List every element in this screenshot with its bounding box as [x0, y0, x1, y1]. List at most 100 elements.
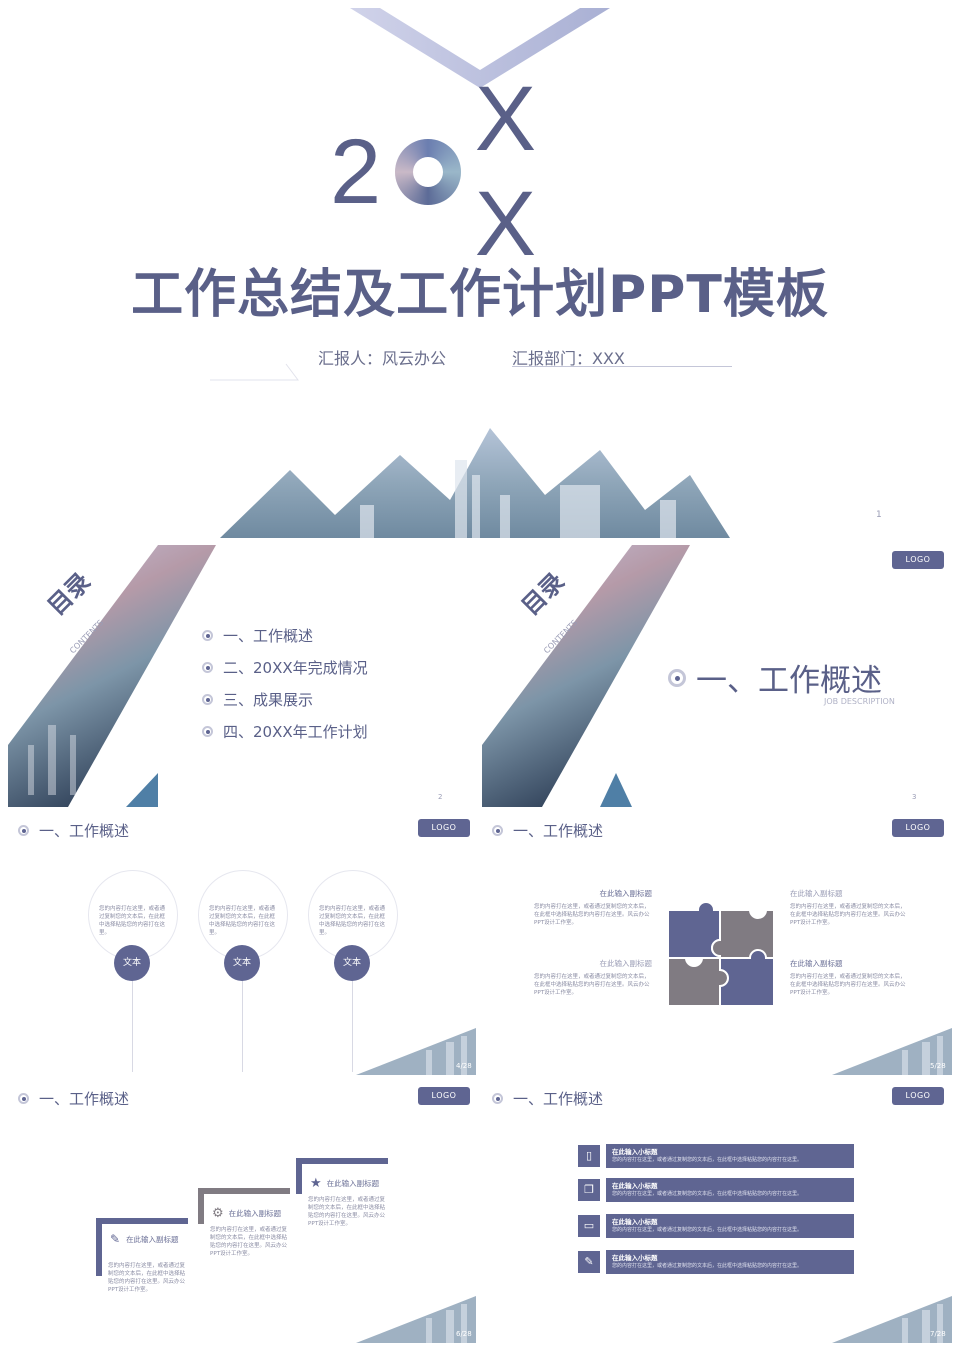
puzzle-text-block: 在此输入副标题 您的内容打在这里，或者通过复制您的文本后，在此框中选择粘贴您的内…: [790, 958, 910, 997]
connector-line: [352, 972, 353, 1072]
city-mountain-image: [220, 428, 730, 538]
puzzle-icon: [667, 901, 775, 1007]
monitor-icon: ▭: [583, 1219, 595, 1232]
slide-heading-text: 一、工作概述: [39, 822, 130, 840]
bullet-ring-icon: [18, 825, 29, 836]
page-number: 4/28: [456, 1062, 472, 1070]
toc-item[interactable]: 四、20XX年工作计划: [202, 715, 368, 747]
bullet-ring-icon: [202, 725, 213, 737]
info-bar-icon-box: ▯: [578, 1145, 600, 1167]
section-heading: 一、工作概述: [668, 655, 882, 700]
block-text: 您的内容打在这里，或者通过复制您的文本后，在此框中选择粘贴您的内容打在这里。风云…: [534, 904, 650, 926]
corner-city-image: [832, 1028, 952, 1075]
bullet-ring-icon: [18, 1093, 29, 1104]
block-text: 您的内容打在这里，或者通过复制您的文本后，在此框中选择粘贴您的内容打在这里。风云…: [790, 904, 906, 926]
corner-city-image: [832, 1296, 952, 1343]
page-number: 1: [876, 510, 882, 520]
page-number: 5/28: [930, 1062, 946, 1070]
step-text: 您的内容打在这里，或者通过复制您的文本后，在此框中选择粘贴您的内容打在这里。风云…: [308, 1197, 386, 1227]
logo-badge: LOGO: [418, 819, 470, 837]
info-bar-text: 您的内容打在这里，或者通过复制您的文本后，在此框中选择粘贴您的内容打在这里。: [612, 1157, 803, 1163]
book-icon: ❐: [584, 1183, 594, 1196]
connector-line: [132, 972, 133, 1072]
step-text: 您的内容打在这里，或者通过复制您的文本后，在此框中选择粘贴您的内容打在这里。风云…: [108, 1263, 186, 1293]
block-text: 您的内容打在这里，或者通过复制您的文本后，在此框中选择粘贴您的内容打在这里。风云…: [790, 974, 906, 996]
step-top-bar: [296, 1158, 388, 1164]
step-title: 在此输入副标题: [228, 1208, 282, 1218]
star-icon: ★: [310, 1175, 322, 1191]
step-side-bar: [96, 1224, 102, 1276]
page-number: 2: [438, 793, 443, 801]
logo-badge: LOGO: [418, 1087, 470, 1105]
reporter-label: 汇报人：风云办公: [318, 349, 447, 368]
page-number: 3: [912, 793, 917, 801]
bullet-ring-icon: [492, 1093, 503, 1104]
block-title: 在此输入副标题: [599, 889, 653, 898]
bullet-ring-icon: [202, 693, 213, 705]
slide-heading-text: 一、工作概述: [513, 1090, 604, 1108]
toc-item[interactable]: 一、工作概述: [202, 619, 368, 651]
logo-badge: LOGO: [892, 1087, 944, 1105]
corner-city-image: [356, 1028, 476, 1075]
info-bar-title: 在此输入小标题: [612, 1182, 658, 1190]
logo-badge: LOGO: [892, 551, 944, 569]
info-bar: ▯ 在此输入小标题 您的内容打在这里，或者通过复制您的文本后，在此框中选择粘贴您…: [578, 1144, 854, 1168]
logo-badge: LOGO: [892, 819, 944, 837]
block-title: 在此输入副标题: [790, 889, 843, 898]
text-badge: 文本: [334, 945, 370, 981]
puzzle-text-block: 在此输入副标题 您的内容打在这里，或者通过复制您的文本后，在此框中选择粘贴您的内…: [534, 888, 652, 927]
block-title: 在此输入副标题: [599, 959, 653, 968]
page-number: 7/28: [930, 1330, 946, 1338]
circle-card-text: 您的内容打在这里，或者通过复制您的文本后，在此框中选择粘贴您的内容打在这里。: [209, 906, 276, 936]
info-bar-icon-box: ▭: [578, 1215, 600, 1237]
toc-photo-strip: [8, 545, 216, 807]
slide-heading: 一、工作概述: [18, 820, 129, 841]
department-underline: [512, 366, 732, 367]
step-title: 在此输入副标题: [326, 1178, 380, 1188]
phone-icon: ▯: [585, 1149, 593, 1162]
step-text: 您的内容打在这里，或者通过复制您的文本后，在此框中选择粘贴您的内容打在这里。风云…: [210, 1227, 288, 1257]
circles-slide: 一、工作概述 LOGO 您的内容打在这里，或者通过复制您的文本后，在此框中选择粘…: [8, 812, 476, 1075]
toc-item-label: 二、20XX年完成情况: [223, 658, 368, 677]
info-bar-text: 您的内容打在这里，或者通过复制您的文本后，在此框中选择粘贴您的内容打在这里。: [612, 1227, 803, 1233]
info-bar-icon-box: ❐: [578, 1179, 600, 1201]
toc-list: 一、工作概述 二、20XX年完成情况 三、成果展示 四、20XX年工作计划: [202, 619, 368, 747]
step-card: ✎ 在此输入副标题 您的内容打在这里，或者通过复制您的文本后，在此框中选择粘贴您…: [96, 1218, 188, 1294]
edit-icon: ✎: [584, 1255, 594, 1268]
info-bar-icon-box: ✎: [578, 1251, 600, 1273]
step-top-bar: [198, 1188, 290, 1194]
step-card: ★ 在此输入副标题 您的内容打在这里，或者通过复制您的文本后，在此框中选择粘贴您…: [296, 1158, 388, 1228]
corner-city-image: [356, 1296, 476, 1343]
year-photo-ring: [395, 139, 461, 205]
step-side-bar: [296, 1164, 302, 1194]
top-chevron-decoration: [350, 8, 610, 88]
toc-item-label: 一、工作概述: [223, 626, 314, 645]
info-bar-title: 在此输入小标题: [612, 1254, 658, 1262]
slide-heading: 一、工作概述: [492, 820, 603, 841]
slide-heading: 一、工作概述: [492, 1088, 603, 1109]
bullet-ring-icon: [668, 668, 686, 687]
bullet-ring-icon: [202, 661, 213, 673]
toc-item[interactable]: 二、20XX年完成情况: [202, 651, 368, 683]
reporter-underline: [210, 363, 299, 381]
slide-heading-text: 一、工作概述: [39, 1090, 130, 1108]
section-photo-strip: [482, 545, 690, 807]
toc-item-label: 四、20XX年工作计划: [223, 722, 368, 741]
toc-item[interactable]: 三、成果展示: [202, 683, 368, 715]
slide-heading-text: 一、工作概述: [513, 822, 604, 840]
step-title: 在此输入副标题: [126, 1234, 179, 1244]
puzzle-text-block: 在此输入副标题 您的内容打在这里，或者通过复制您的文本后，在此框中选择粘贴您的内…: [534, 958, 652, 997]
info-bar-text: 您的内容打在这里，或者通过复制您的文本后，在此框中选择粘贴您的内容打在这里。: [612, 1263, 803, 1269]
year-digit-2: 2: [330, 120, 382, 223]
toc-slide: 目录 CONTENTS 一、工作概述 二、20XX年完成情况 三、成果展示 四、…: [8, 545, 476, 807]
info-bar: ▭ 在此输入小标题 您的内容打在这里，或者通过复制您的文本后，在此框中选择粘贴您…: [578, 1214, 854, 1238]
circle-card-text: 您的内容打在这里，或者通过复制您的文本后，在此框中选择粘贴您的内容打在这里。: [319, 906, 386, 936]
cover-slide: 2 X X 工作总结及工作计划PPT模板 汇报人：风云办公 汇报部门：XXX 1: [0, 0, 960, 540]
toc-item-label: 三、成果展示: [223, 690, 314, 709]
info-bar-title: 在此输入小标题: [612, 1218, 658, 1226]
text-badge: 文本: [224, 945, 260, 981]
bars-slide: 一、工作概述 LOGO ▯ 在此输入小标题 您的内容打在这里，或者通过复制您的文…: [482, 1080, 952, 1343]
info-bar: ✎ 在此输入小标题 您的内容打在这里，或者通过复制您的文本后，在此框中选择粘贴您…: [578, 1250, 854, 1274]
page-number: 6/28: [456, 1330, 472, 1338]
year-xx: X X: [474, 68, 543, 275]
